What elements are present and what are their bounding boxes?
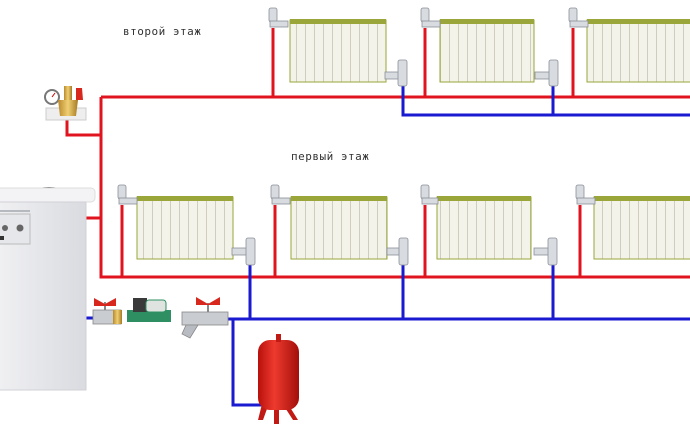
- return-pipes: [86, 85, 690, 407]
- thermostatic-valves: [117, 7, 596, 205]
- radiator-2f-2: [439, 19, 535, 83]
- return-valves: [231, 59, 559, 266]
- strainer-valve: [181, 297, 229, 339]
- radiator-1f-1: [136, 196, 234, 260]
- circulation-pump: [127, 298, 171, 322]
- ball-valve-1: [92, 298, 122, 325]
- radiator-1f-4: [593, 196, 690, 260]
- radiator-2f-3: [586, 19, 690, 83]
- second-floor-label: второй этаж: [123, 25, 202, 38]
- first-floor-label: первый этаж: [291, 150, 370, 163]
- radiator-1f-3: [436, 196, 532, 260]
- supply-pipes: [65, 28, 690, 279]
- radiator-1f-2: [290, 196, 388, 260]
- radiator-2f-1: [289, 19, 387, 83]
- safety-group: [44, 86, 87, 121]
- boiler: [0, 187, 96, 391]
- expansion-tank: [258, 334, 299, 424]
